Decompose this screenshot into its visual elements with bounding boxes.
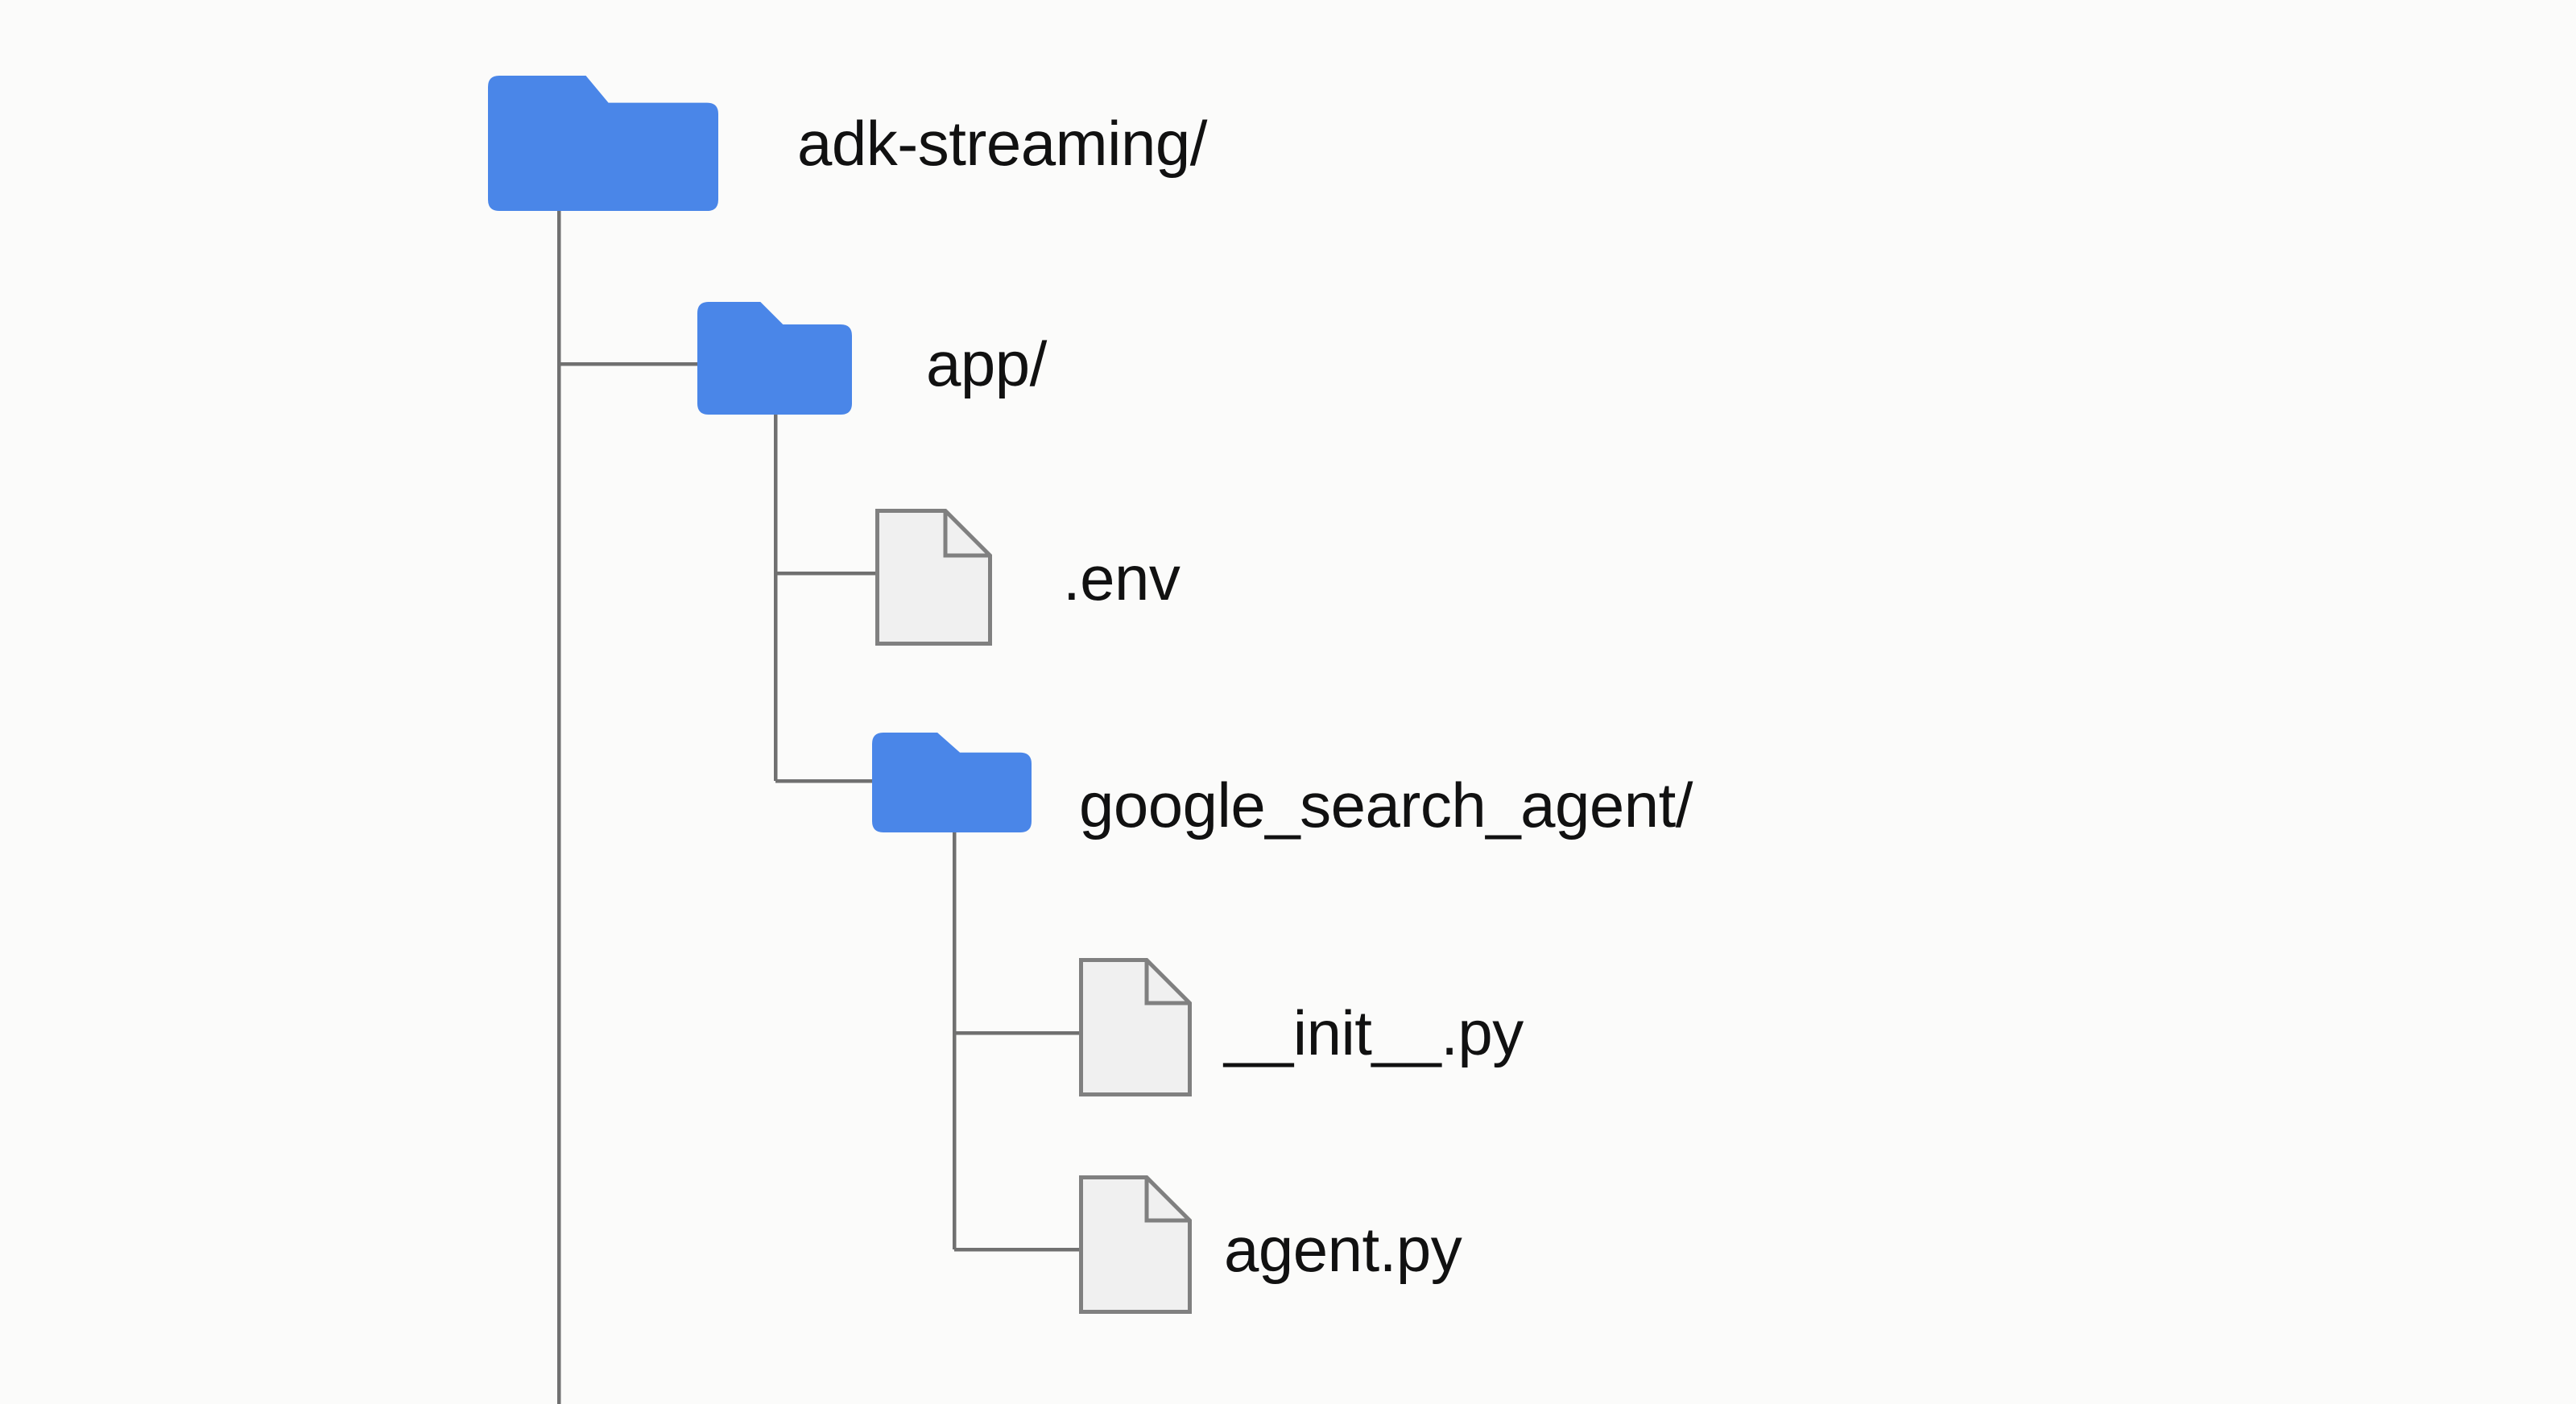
tree-node-label-root: adk-streaming/ (797, 112, 1207, 175)
folder-icon (872, 733, 1032, 832)
tree-node-label-env: .env (1063, 547, 1180, 609)
tree-node-label-agent_py: agent.py (1224, 1218, 1462, 1281)
tree-node-root[interactable] (488, 76, 718, 211)
tree-node-label-init_py: __init__.py (1224, 1001, 1524, 1064)
tree-node-agent_py[interactable] (1079, 1175, 1192, 1314)
node-label-text: app/ (926, 328, 1047, 399)
tree-node-env[interactable] (875, 509, 992, 646)
node-label-text: .env (1063, 543, 1180, 613)
tree-node-google_search_agent[interactable] (872, 733, 1032, 832)
node-label-text: agent.py (1224, 1214, 1462, 1285)
tree-node-label-app: app/ (926, 332, 1047, 395)
tree-node-label-google_search_agent: google_search_agent/ (1079, 774, 1693, 836)
tree-node-init_py[interactable] (1079, 958, 1192, 1096)
file-icon (875, 509, 992, 646)
file-icon (1079, 958, 1192, 1096)
node-label-text: __init__.py (1224, 997, 1524, 1068)
node-label-text: adk-streaming/ (797, 108, 1207, 179)
tree-node-app[interactable] (697, 302, 852, 415)
file-icon (1079, 1175, 1192, 1314)
folder-icon (697, 302, 852, 415)
node-label-text: google_search_agent/ (1079, 770, 1693, 840)
folder-icon (488, 76, 718, 211)
